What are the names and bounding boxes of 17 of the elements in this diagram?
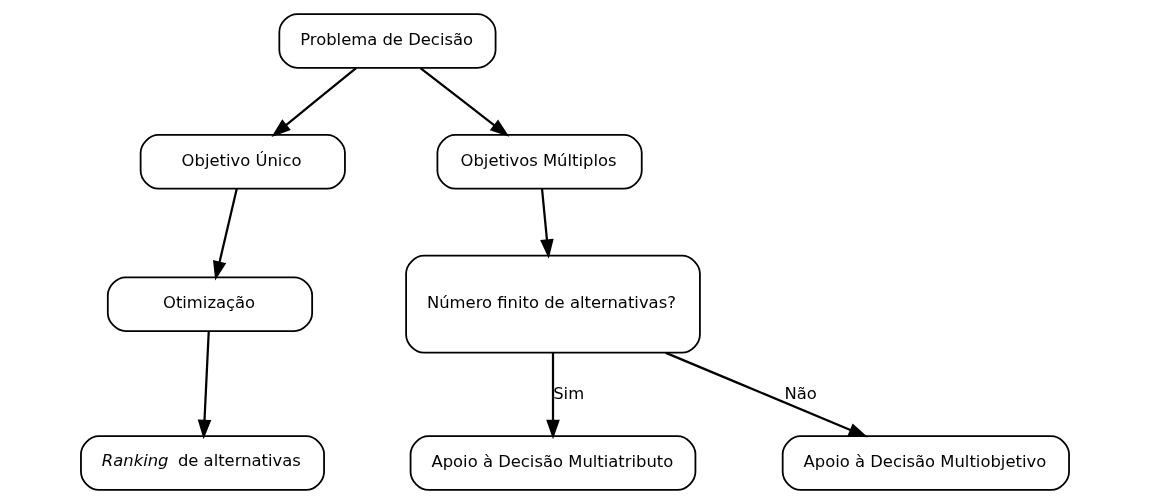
arrow	[197, 331, 211, 440]
arrow	[212, 188, 238, 281]
node-box: Ranking de alternativas	[79, 435, 325, 491]
arrow	[545, 352, 560, 440]
node-box: Número finito de alternativas?	[404, 254, 701, 354]
arrow	[664, 351, 868, 438]
node-box: Objetivos Múltiplos	[436, 134, 643, 190]
node-box: Objetivo Único	[139, 134, 346, 190]
arrow	[419, 67, 509, 137]
edge-label: Sim	[552, 383, 584, 403]
edge-label: Não	[783, 383, 817, 403]
arrow	[539, 188, 554, 259]
arrow	[271, 67, 357, 137]
node-box: Otimização	[106, 276, 313, 332]
node-box: Problema de Decisão	[277, 13, 496, 69]
node-box: Apoio à Decisão Multiobjetivo	[781, 435, 1070, 491]
node-box: Apoio à Decisão Multiatributo	[409, 435, 696, 491]
